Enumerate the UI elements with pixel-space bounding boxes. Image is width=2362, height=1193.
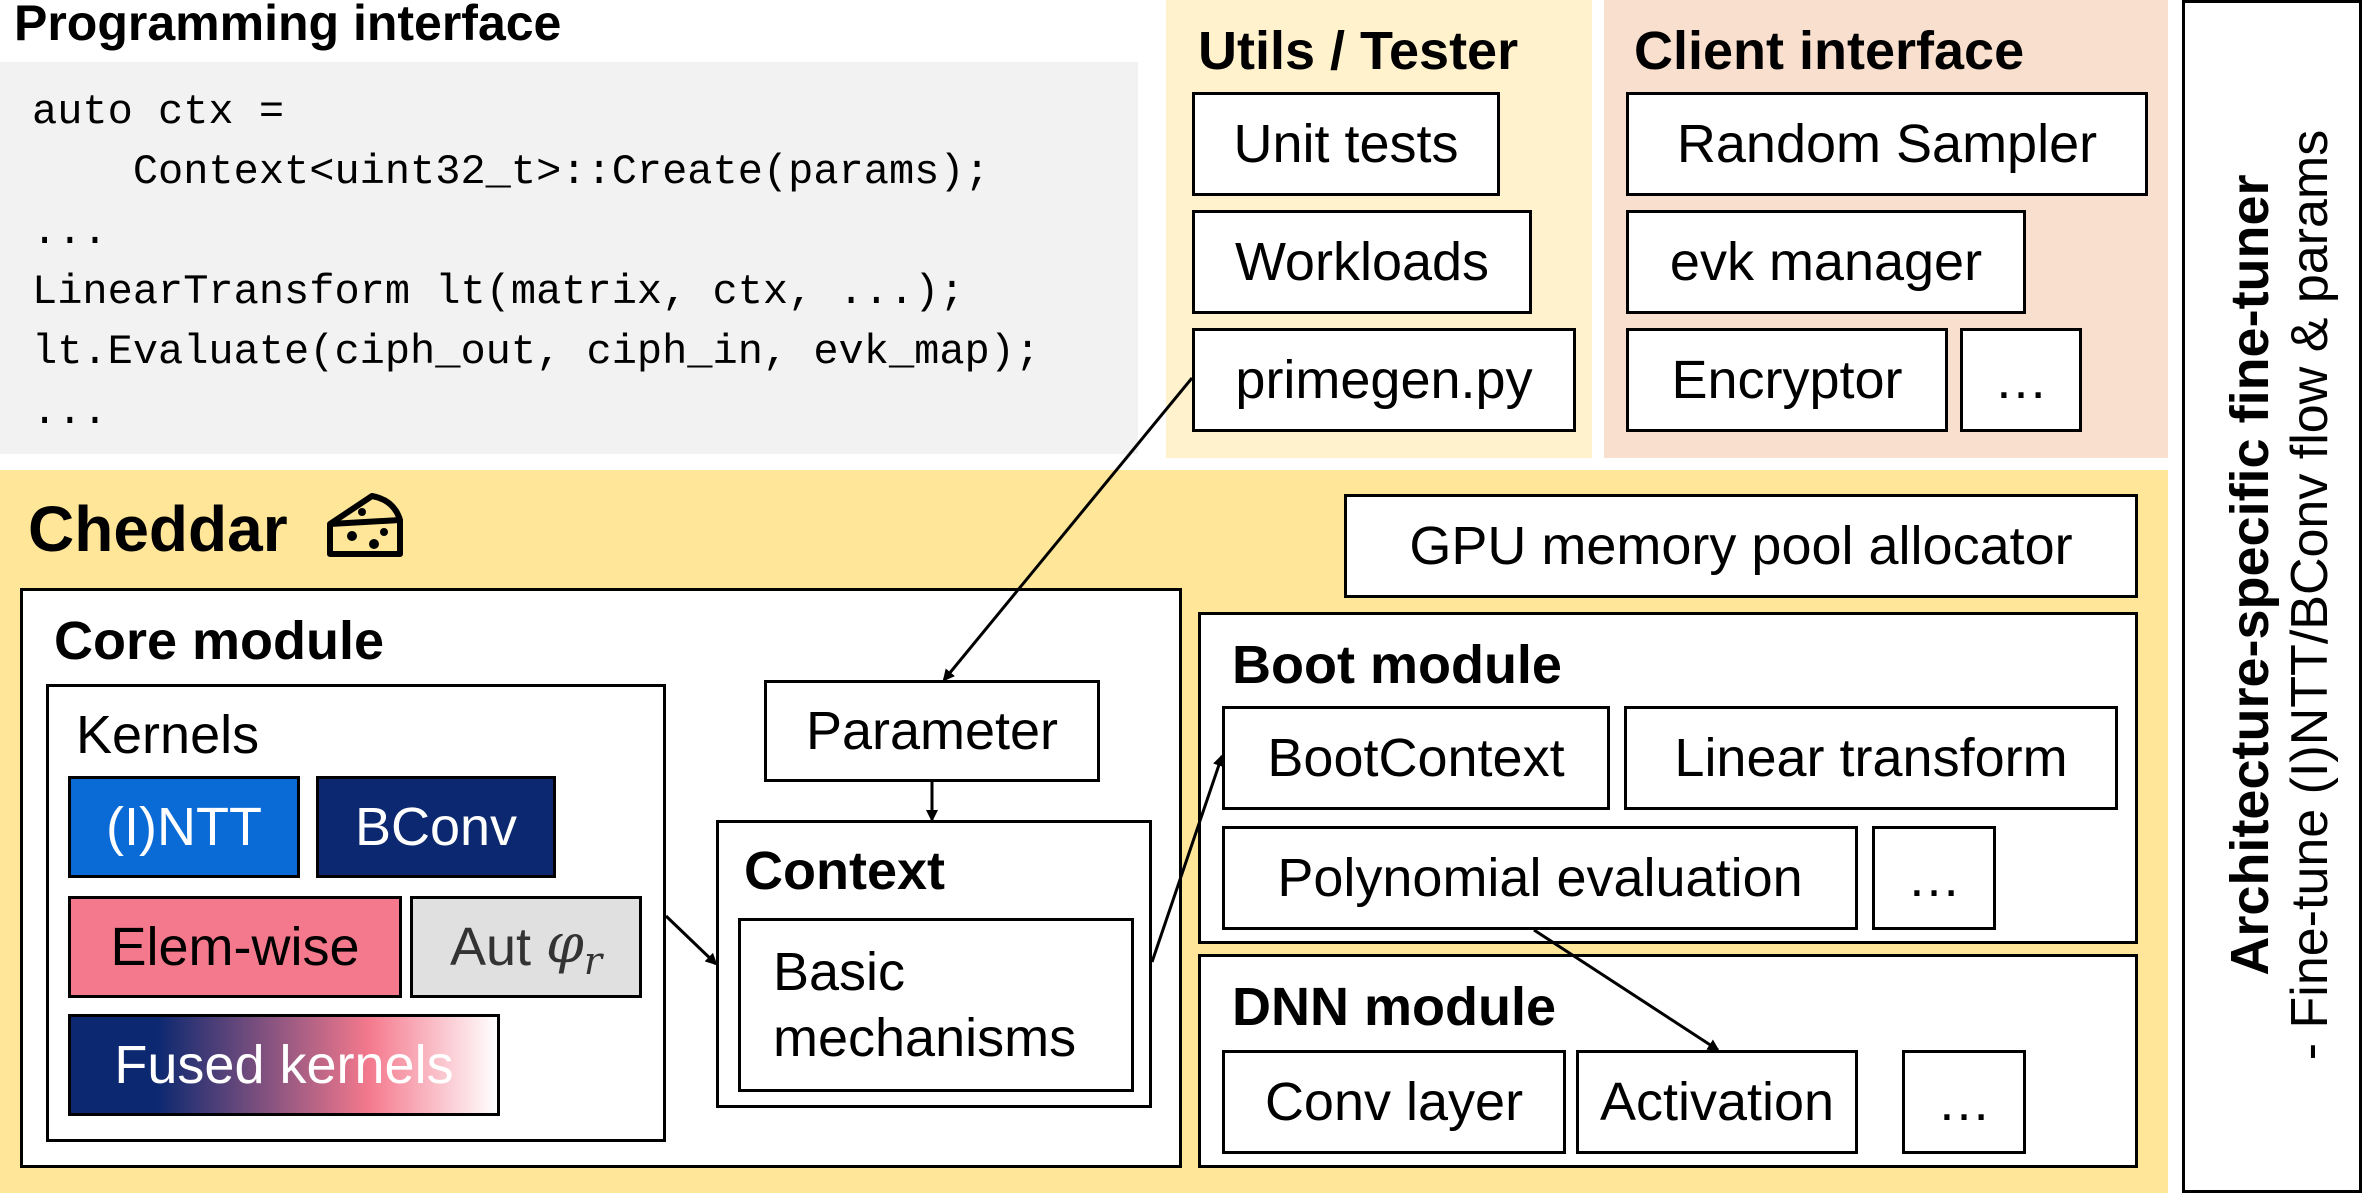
dnn-more-box: … (1902, 1050, 2026, 1154)
basic-mechanisms-label: Basic mechanisms (773, 942, 1077, 1068)
conv-layer-box: Conv layer (1222, 1050, 1566, 1154)
code-line-4: LinearTransform lt(matrix, ctx, ...); (32, 268, 965, 316)
code-panel: auto ctx = Context<uint32_t>::Create(par… (0, 62, 1138, 454)
cheese-icon (327, 493, 403, 557)
workloads-box: Workloads (1192, 210, 1532, 314)
programming-interface-title: Programming interface (14, 0, 562, 51)
aut-label: Aut (449, 917, 547, 977)
boot-more-box: … (1872, 826, 1996, 930)
kernels-title: Kernels (76, 705, 260, 765)
activation-box: Activation (1576, 1050, 1858, 1154)
intt-kernel-box: (I)NTT (68, 776, 300, 878)
elemwise-kernel-box: Elem-wise (68, 896, 402, 998)
aut-phi-symbol: φr (546, 911, 603, 983)
code-line-5: lt.Evaluate(ciph_out, ciph_in, evk_map); (32, 328, 1041, 376)
gpu-allocator-box: GPU memory pool allocator (1344, 494, 2138, 598)
bconv-kernel-box: BConv (316, 776, 556, 878)
primegen-box: primegen.py (1192, 328, 1576, 432)
code-line-6: ... (32, 388, 108, 436)
finetuner-subtitle: - Fine-tune (I)NTT/BConv flow & params (2281, 129, 2339, 1061)
bootcontext-box: BootContext (1222, 706, 1610, 810)
linear-transform-box: Linear transform (1624, 706, 2118, 810)
utils-panel: Utils / Tester Unit tests Workloads prim… (1166, 0, 1592, 458)
fused-kernels-box: Fused kernels (68, 1014, 500, 1116)
aut-kernel-box: Aut φr (410, 896, 642, 998)
context-title: Context (744, 841, 945, 901)
utils-title: Utils / Tester (1198, 21, 1519, 81)
code-line-3: ... (32, 208, 108, 256)
client-panel: Client interface Random Sampler evk mana… (1604, 0, 2168, 458)
encryptor-box: Encryptor (1626, 328, 1948, 432)
dnn-module-title: DNN module (1232, 977, 1556, 1037)
core-module-title: Core module (54, 611, 385, 671)
client-more-box: … (1960, 328, 2082, 432)
parameter-box: Parameter (764, 680, 1100, 782)
cheddar-title: Cheddar (28, 493, 288, 565)
boot-module-title: Boot module (1232, 635, 1562, 695)
polynomial-evaluation-box: Polynomial evaluation (1222, 826, 1858, 930)
code-line-1: auto ctx = (32, 88, 285, 136)
finetuner-box (2182, 0, 2362, 1193)
client-title: Client interface (1634, 21, 2025, 81)
code-line-2: Context<uint32_t>::Create(params); (32, 148, 990, 196)
evk-manager-box: evk manager (1626, 210, 2026, 314)
random-sampler-box: Random Sampler (1626, 92, 2148, 196)
unit-tests-box: Unit tests (1192, 92, 1500, 196)
basic-mechanisms-box: Basic mechanisms (738, 918, 1134, 1092)
